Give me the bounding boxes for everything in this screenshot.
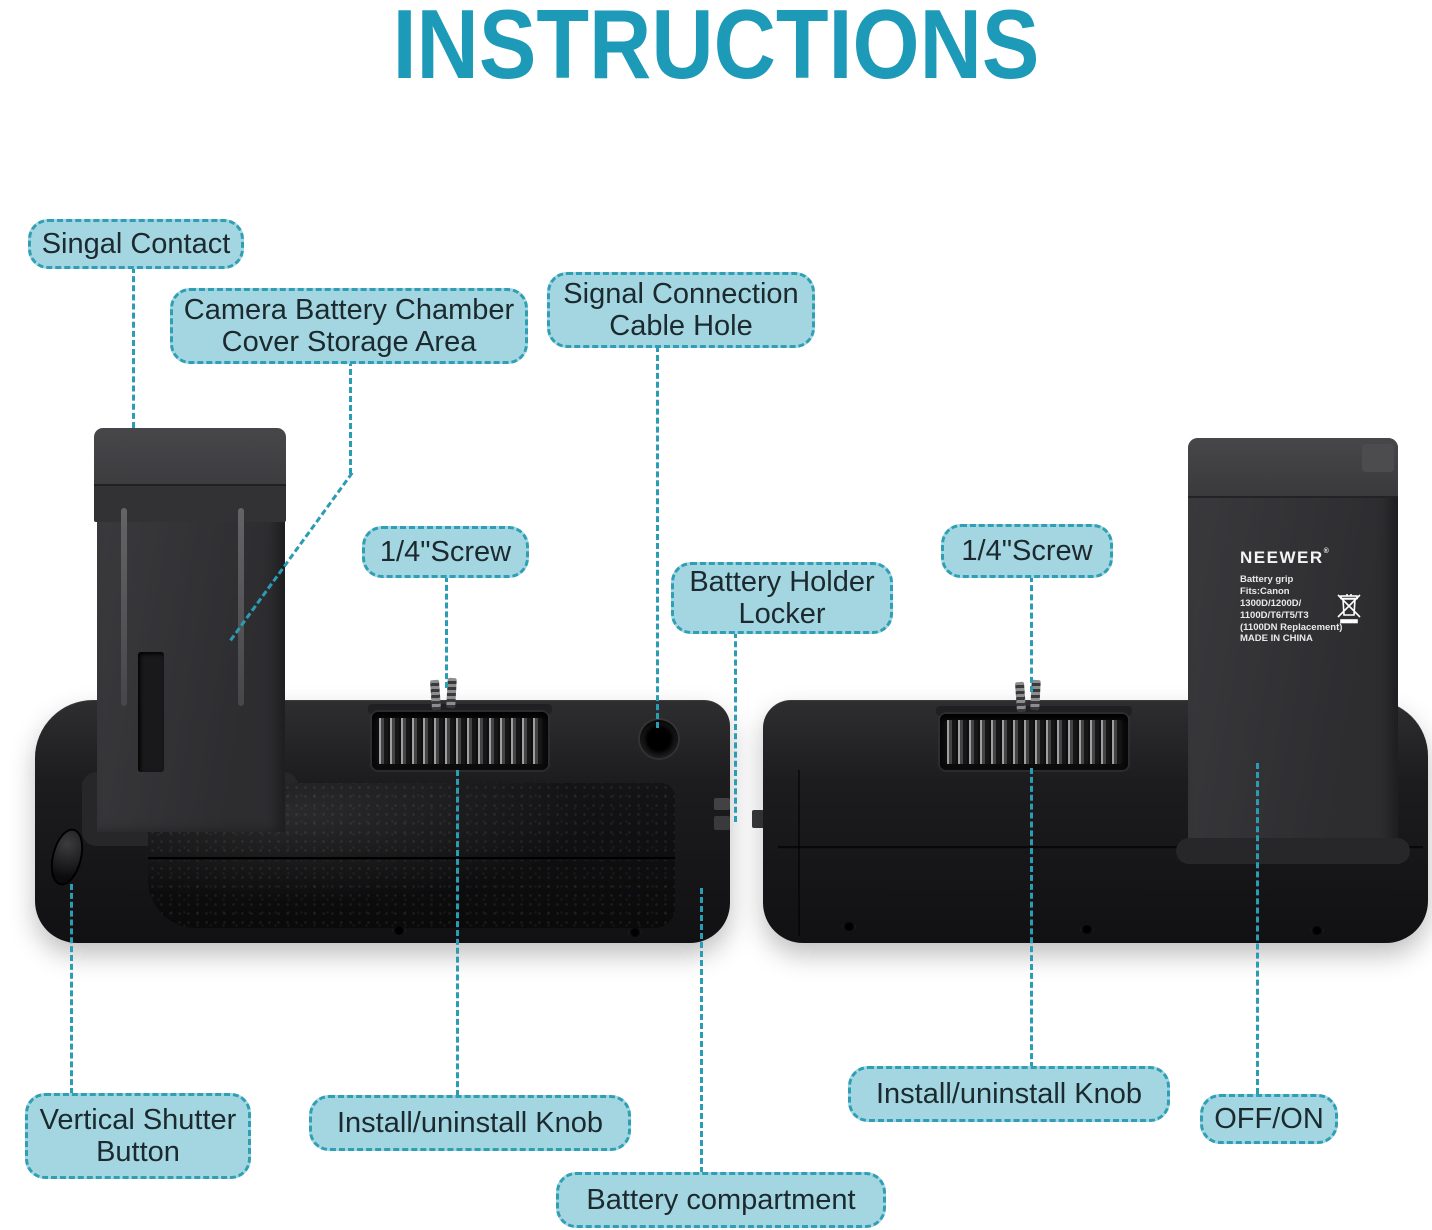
callout-vertical-shutter-button: Vertical Shutter Button [25,1093,251,1179]
quarter-inch-screw [429,679,442,711]
callout-off-on: OFF/ON [1200,1094,1338,1144]
battery-holder-column-right [1188,438,1398,860]
bottom-screw-hole [1080,925,1094,934]
battery-holder-column-left [97,500,285,832]
callout-singal-contact: Singal Contact [28,219,244,269]
quarter-inch-screw [1014,681,1027,713]
body-seam [798,770,800,936]
holder-slot [138,652,164,772]
bottom-screw-hole [842,922,856,931]
holder-top-tab [1362,444,1394,472]
connector-camera-chamber [349,360,352,474]
body-seam [778,846,1423,849]
callout-install-uninstall-knob-left: Install/uninstall Knob [309,1095,631,1151]
install-uninstall-knob [940,714,1128,770]
wheel-lip [936,706,1132,716]
callout-quarter-screw-left: 1/4"Screw [362,526,529,578]
connector-vertical-shutter [70,884,73,1094]
product-label-text: Battery grip Fits:Canon 1300D/1200D/ 110… [1240,574,1343,645]
holder-rail [238,508,244,706]
locker-tab [752,810,764,828]
locker-tab [714,798,730,810]
signal-cable-hole [640,720,678,758]
install-uninstall-knob [372,712,548,770]
connector-battery-compartment [700,888,703,1173]
callout-battery-holder-locker: Battery Holder Locker [671,562,893,634]
bottom-screw-hole [628,928,642,937]
connector-knob-right [1030,768,1033,1068]
locker-tab [714,816,730,830]
registered-mark: ® [1323,548,1329,555]
bottom-screw-hole [392,926,406,935]
bottom-screw-hole [1310,926,1324,935]
connector-knob-left [456,770,459,1096]
callout-signal-connection-cable-hole: Signal Connection Cable Hole [547,272,815,348]
page-title: INSTRUCTIONS [392,0,1040,99]
holder-rail [121,508,127,706]
connector-off-on [1256,763,1259,1094]
wheel-lip [368,704,552,714]
connector-battery-holder-locker [734,632,737,822]
holder-base [1176,838,1410,864]
weee-bin-icon [1337,594,1361,624]
connector-singal-contact [132,267,135,428]
callout-install-uninstall-knob-right: Install/uninstall Knob [848,1066,1170,1122]
connector-signal-cable-hole [656,346,659,728]
connector-screw-left [445,576,448,688]
callout-battery-compartment: Battery compartment [556,1172,886,1228]
connector-screw-right [1030,576,1033,692]
brand-name: NEEWER® [1240,548,1329,567]
callout-camera-battery-chamber: Camera Battery Chamber Cover Storage Are… [170,288,528,364]
product-label: NEEWER® Battery grip Fits:Canon 1300D/12… [1240,548,1361,645]
callout-quarter-screw-right: 1/4"Screw [941,524,1113,578]
